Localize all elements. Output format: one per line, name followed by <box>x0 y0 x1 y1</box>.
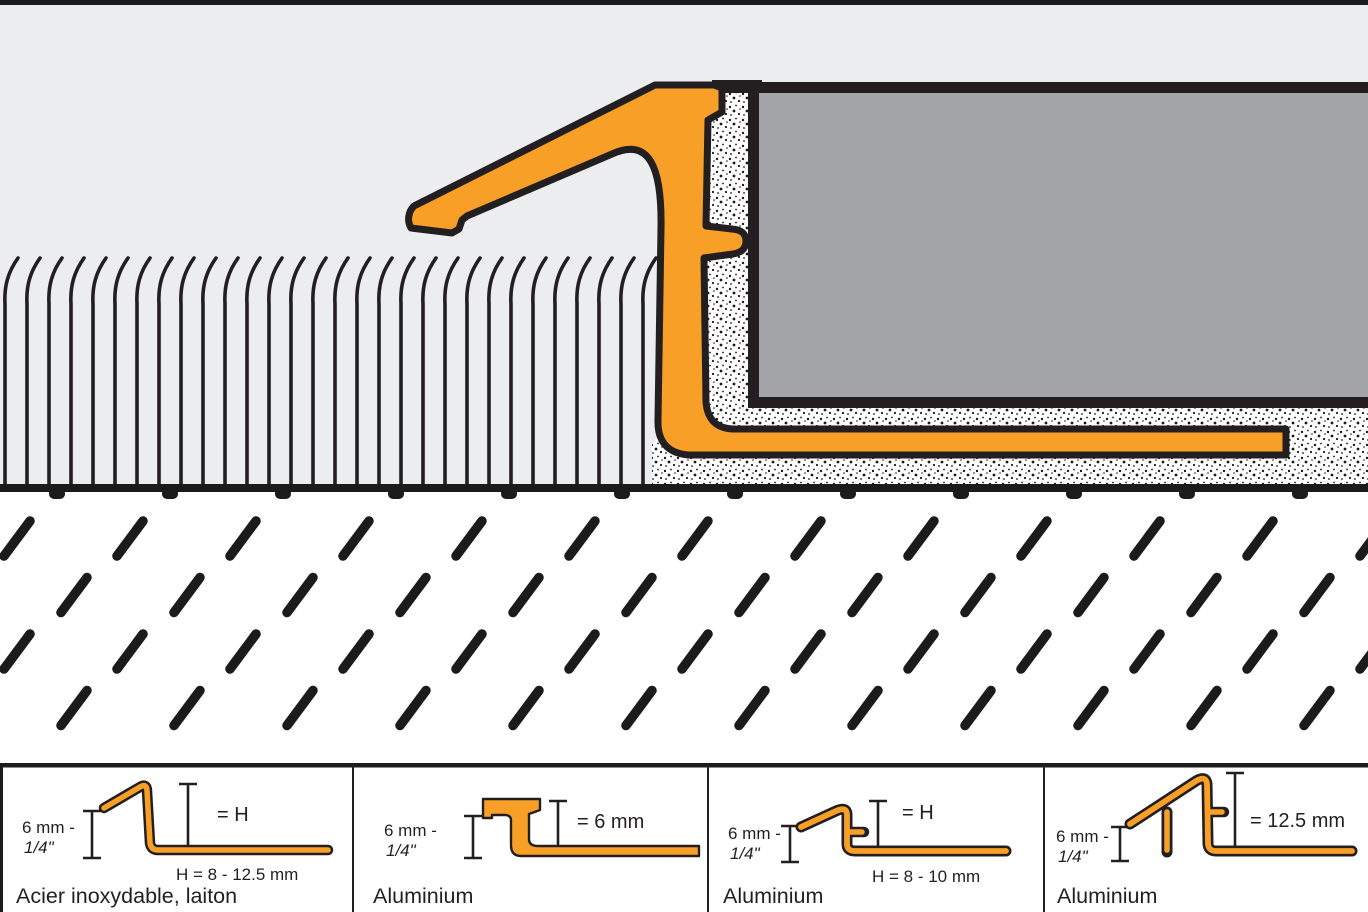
dimension-line-right <box>1226 771 1244 850</box>
dim-label: 1/4" <box>24 838 55 857</box>
strip-top-border <box>0 763 1368 768</box>
dim-label: = 6 mm <box>577 811 644 833</box>
mini-profile <box>101 782 331 853</box>
dimension-line-right <box>869 799 887 850</box>
material-label: Aluminium <box>373 884 473 908</box>
carpet-pile-hatching <box>3 256 658 488</box>
top-border <box>0 0 1368 5</box>
substrate-line <box>0 484 1368 492</box>
variant-panel-4: 6 mm - 1/4" = 12.5 mm Aluminium <box>1056 771 1358 908</box>
dim-label: 6 mm - <box>22 818 75 837</box>
dim-range-label: H = 8 - 12.5 mm <box>176 865 298 884</box>
substrate-hatching <box>0 516 1368 731</box>
material-label: Acier inoxydable, laiton <box>16 884 237 908</box>
dim-label: 1/4" <box>1058 847 1089 866</box>
transition-profile <box>405 81 1290 459</box>
dim-label: 1/4" <box>730 844 761 863</box>
variant-panel-2: 6 mm - 1/4" = 6 mm Aluminium <box>373 797 701 908</box>
variant-panel-1: 6 mm - 1/4" = H H = 8 - 12.5 mm Acier in… <box>16 780 334 908</box>
variants-strip <box>0 768 1368 912</box>
dim-label: = H <box>217 804 249 826</box>
dim-label: = H <box>902 802 934 824</box>
dimension-line-left <box>464 814 482 860</box>
dimension-line-left <box>83 809 101 860</box>
material-label: Aluminium <box>723 884 823 908</box>
dim-label: 1/4" <box>386 841 417 860</box>
tile-block <box>759 93 1368 397</box>
strip-divider <box>352 763 354 912</box>
dim-label: 6 mm - <box>728 824 781 843</box>
strip-divider <box>1043 763 1045 912</box>
variant-panel-3: 6 mm - 1/4" = H H = 8 - 10 mm Aluminium <box>723 799 1012 908</box>
material-label: Aluminium <box>1057 884 1157 908</box>
strip-left-border <box>0 763 3 912</box>
substrate-ticks <box>49 488 1308 499</box>
mini-profile <box>798 806 1009 854</box>
mini-profile <box>1127 775 1355 854</box>
strip-divider <box>707 763 709 912</box>
dim-label: 6 mm - <box>1056 827 1109 846</box>
dimension-line-right <box>549 799 567 845</box>
mini-profile <box>481 797 701 858</box>
dimension-line-right <box>179 782 197 852</box>
dim-label: = 12.5 mm <box>1250 810 1345 832</box>
dim-label: 6 mm - <box>384 821 437 840</box>
dim-range-label: H = 8 - 10 mm <box>872 867 980 886</box>
